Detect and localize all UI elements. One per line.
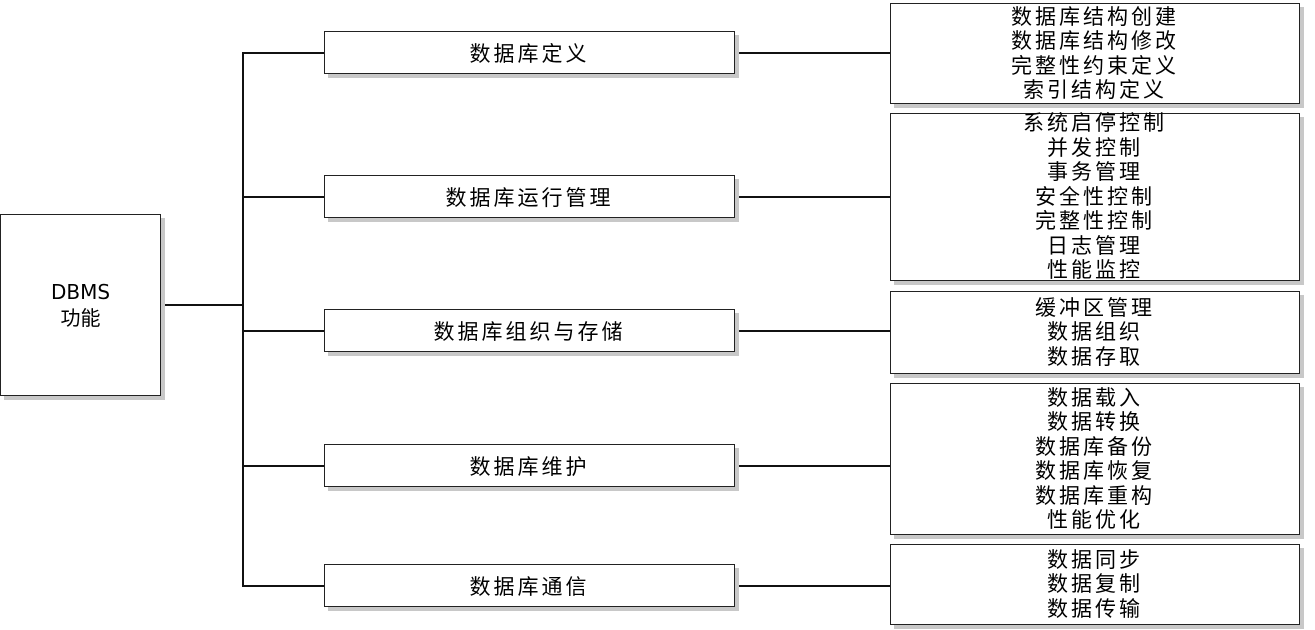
branch-connector-4 bbox=[242, 465, 324, 467]
leaf-item: 数据存取 bbox=[1047, 344, 1143, 369]
leaf-item: 事务管理 bbox=[1047, 160, 1143, 185]
branch-label: 数据库定义 bbox=[469, 41, 590, 66]
trunk-line bbox=[242, 52, 244, 587]
leaf-item: 完整性控制 bbox=[1035, 209, 1155, 234]
branch-connector-1 bbox=[242, 52, 324, 54]
leaf-item: 数据库结构创建 bbox=[1011, 4, 1179, 29]
branch-label: 数据库通信 bbox=[469, 574, 590, 599]
leaf-item: 数据传输 bbox=[1047, 596, 1143, 621]
branch-label: 数据库组织与存储 bbox=[433, 319, 626, 344]
branch-label: 数据库维护 bbox=[469, 454, 590, 479]
leaf-item: 完整性约束定义 bbox=[1011, 53, 1179, 78]
root-label-line1: DBMS bbox=[50, 280, 111, 304]
branch-node-maintenance: 数据库维护 bbox=[324, 444, 735, 487]
leaf-item: 性能优化 bbox=[1047, 508, 1143, 532]
leaf-item: 数据库结构修改 bbox=[1011, 29, 1179, 53]
leaf-item: 性能监控 bbox=[1047, 258, 1143, 283]
leaf-item: 数据载入 bbox=[1047, 385, 1143, 410]
leaf-item: 索引结构定义 bbox=[1023, 78, 1167, 102]
leaf-box-definition: 数据库结构创建 数据库结构修改 完整性约束定义 索引结构定义 bbox=[890, 3, 1300, 104]
branch-connector-5 bbox=[242, 585, 324, 587]
leaf-box-runtime: 系统启停控制 并发控制 事务管理 安全性控制 完整性控制 日志管理 性能监控 bbox=[890, 111, 1300, 283]
leaf-connector-4 bbox=[735, 465, 890, 467]
leaf-item: 数据库重构 bbox=[1035, 483, 1155, 508]
leaf-item: 日志管理 bbox=[1047, 233, 1143, 258]
leaf-box-storage: 缓冲区管理 数据组织 数据存取 bbox=[890, 291, 1300, 374]
branch-node-storage: 数据库组织与存储 bbox=[324, 309, 735, 352]
leaf-item: 数据库恢复 bbox=[1035, 459, 1155, 483]
leaf-item: 数据复制 bbox=[1047, 572, 1143, 597]
leaf-connector-1 bbox=[735, 52, 890, 54]
leaf-box-maintenance: 数据载入 数据转换 数据库备份 数据库恢复 数据库重构 性能优化 bbox=[890, 383, 1300, 535]
leaf-item: 缓冲区管理 bbox=[1035, 295, 1155, 320]
branch-connector-3 bbox=[242, 330, 324, 332]
leaf-item: 数据同步 bbox=[1047, 547, 1143, 572]
root-connector bbox=[161, 304, 244, 306]
leaf-item: 安全性控制 bbox=[1035, 184, 1155, 209]
leaf-item: 数据组织 bbox=[1047, 320, 1143, 345]
root-label-line2: 功能 bbox=[60, 306, 101, 330]
leaf-connector-3 bbox=[735, 330, 890, 332]
branch-node-communication: 数据库通信 bbox=[324, 564, 735, 607]
branch-connector-2 bbox=[242, 196, 324, 198]
leaf-item: 并发控制 bbox=[1047, 135, 1143, 160]
leaf-item: 数据库备份 bbox=[1035, 434, 1155, 459]
root-node: DBMS 功能 bbox=[0, 214, 161, 396]
leaf-item: 系统启停控制 bbox=[1023, 111, 1167, 136]
leaf-connector-2 bbox=[735, 196, 890, 198]
leaf-box-communication: 数据同步 数据复制 数据传输 bbox=[890, 544, 1300, 625]
branch-node-runtime: 数据库运行管理 bbox=[324, 175, 735, 218]
branch-label: 数据库运行管理 bbox=[445, 185, 614, 210]
leaf-item: 数据转换 bbox=[1047, 410, 1143, 434]
branch-node-definition: 数据库定义 bbox=[324, 31, 735, 74]
leaf-connector-5 bbox=[735, 585, 890, 587]
